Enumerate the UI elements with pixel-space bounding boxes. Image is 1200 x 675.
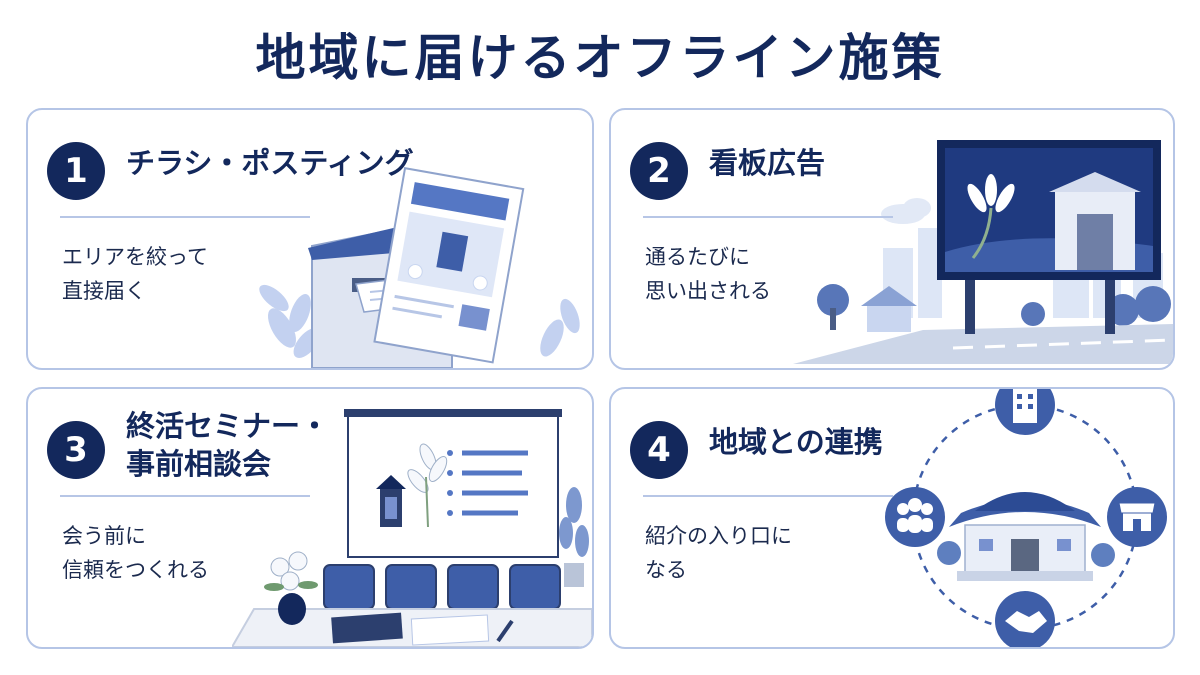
card-flyer-posting: 1 チラシ・ポスティング エリアを絞って 直接届く — [26, 108, 594, 370]
mailbox-flyer-illustration — [259, 167, 580, 368]
flyer-icon — [373, 167, 525, 364]
heading-line: 終活セミナー・ — [126, 409, 330, 443]
leaf-decoration-right — [540, 298, 580, 357]
description-line: エリアを絞って — [62, 245, 208, 269]
description-line: なる — [645, 558, 687, 582]
card-heading: チラシ・ポスティング — [126, 146, 414, 180]
card-number-badge: 3 — [47, 421, 105, 479]
seminar-room-illustration — [232, 409, 592, 647]
billboard-icon — [937, 140, 1161, 334]
heading-line: 事前相談会 — [126, 447, 272, 481]
card-community-partnership: 4 地域との連携 紹介の入り口に なる — [609, 387, 1175, 649]
chair-row — [323, 564, 561, 610]
road — [793, 324, 1173, 364]
cloud-icon — [881, 198, 931, 224]
divider — [60, 216, 310, 218]
description-line: 通るたびに — [645, 245, 750, 269]
lily-icon — [407, 443, 448, 493]
card-heading: 終活セミナー・ 事前相談会 — [126, 407, 329, 483]
card-billboard-ad: 2 看板広告 通るたびに 思い出される — [609, 108, 1175, 370]
card-seminar-consultation: 3 終活セミナー・ 事前相談会 会う前に 信頼をつくれる — [26, 387, 594, 649]
house-icon — [861, 286, 917, 332]
lantern-icon — [376, 475, 406, 527]
flower-vase-icon — [264, 551, 318, 625]
description-line: 直接届く — [62, 279, 146, 303]
card-number-badge: 1 — [47, 142, 105, 200]
card-heading: 看板広告 — [709, 146, 826, 180]
divider — [643, 216, 893, 218]
people-icon — [885, 487, 945, 547]
card-heading: 地域との連携 — [709, 425, 883, 459]
page-title: 地域に届けるオフライン施策 — [255, 29, 945, 87]
screen-icon — [344, 409, 562, 558]
roadside-billboard-illustration — [793, 140, 1173, 364]
description-line: 会う前に — [62, 524, 146, 548]
building-icon — [995, 389, 1055, 435]
description-line: 思い出される — [645, 279, 771, 303]
description-line: 紹介の入り口に — [645, 524, 792, 548]
card-number-badge: 2 — [630, 142, 688, 200]
table-icon — [232, 608, 592, 647]
community-network-illustration — [885, 389, 1167, 647]
divider — [60, 495, 310, 497]
card-number-badge: 4 — [630, 421, 688, 479]
card-description: 会う前に 信頼をつくれる — [62, 519, 209, 587]
card-description: エリアを絞って 直接届く — [62, 240, 208, 308]
card-description: 紹介の入り口に なる — [645, 519, 792, 587]
plant-icon — [559, 487, 589, 587]
card-description: 通るたびに 思い出される — [645, 240, 771, 308]
divider — [643, 495, 893, 497]
shop-icon — [1107, 487, 1167, 547]
road-line — [952, 338, 1173, 350]
handshake-icon — [995, 591, 1055, 647]
description-line: 信頼をつくれる — [62, 558, 209, 582]
temple-hall-icon — [937, 492, 1115, 581]
